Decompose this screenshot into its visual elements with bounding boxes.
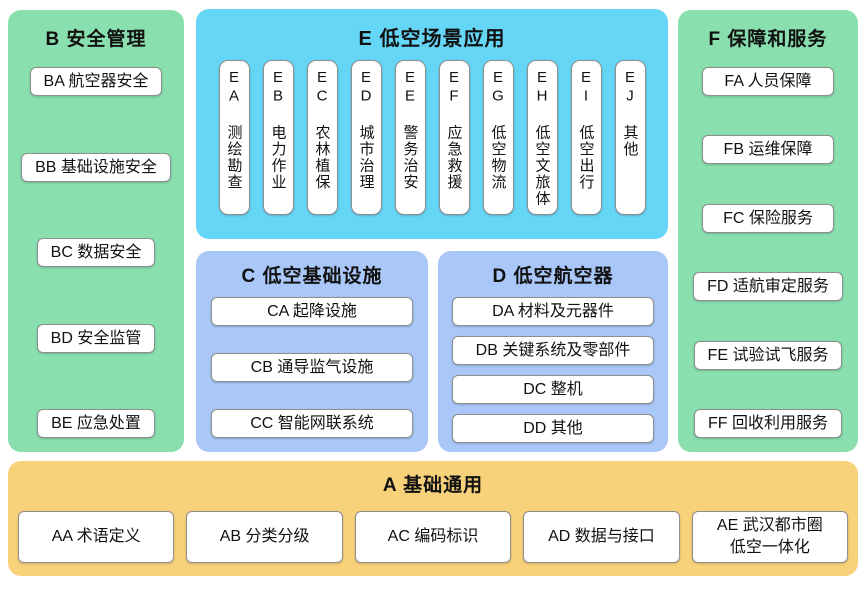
node-ff: FF 回收利用服务 [694,408,842,438]
node-ec: EC 农林植保 [306,60,338,215]
node-eb: EB 电力作业 [262,60,294,215]
panel-a-items: AA 术语定义 AB 分类分级 AC 编码标识 AD 数据与接口 AE 武汉都市… [8,511,858,563]
node-ee: EE 警务治安 [394,60,426,215]
node-da: DA 材料及元器件 [452,297,654,326]
panel-c-title: C 低空基础设施 [241,266,383,287]
node-bb: BB 基础设施安全 [21,152,171,182]
panel-c-infrastructure: C 低空基础设施 CA 起降设施 CB 通导监气设施 CC 智能网联系统 [196,251,428,452]
panel-b-security-management: B 安全管理 BA 航空器安全 BB 基础设施安全 BC 数据安全 BD 安全监… [8,10,184,452]
panel-b-items: BA 航空器安全 BB 基础设施安全 BC 数据安全 BD 安全监管 BE 应急… [8,67,184,438]
node-ei: EI 低空出行 [570,60,602,215]
panel-e-items: EA 测绘勘查 EB 电力作业 EC 农林植保 ED 城市治理 EE 警务治安 … [196,60,668,215]
panel-c-items: CA 起降设施 CB 通导监气设施 CC 智能网联系统 [196,297,428,438]
panel-f-support-services: F 保障和服务 FA 人员保障 FB 运维保障 FC 保险服务 FD 适航审定服… [678,10,858,452]
node-db: DB 关键系统及零部件 [452,336,654,365]
node-fc: FC 保险服务 [702,203,834,233]
node-fe: FE 试验试飞服务 [693,340,843,370]
node-ad: AD 数据与接口 [523,511,680,563]
panel-d-items: DA 材料及元器件 DB 关键系统及零部件 DC 整机 DD 其他 [438,297,668,443]
node-bd: BD 安全监管 [36,323,156,353]
node-ae: AE 武汉都市圈 低空一体化 [691,511,849,563]
node-aa: AA 术语定义 [18,511,175,563]
node-cc: CC 智能网联系统 [211,409,413,438]
node-ca: CA 起降设施 [211,297,413,326]
panel-e-scenario-applications: E 低空场景应用 EA 测绘勘查 EB 电力作业 EC 农林植保 ED 城市治理… [196,9,668,239]
panel-d-title: D 低空航空器 [492,266,614,287]
node-eg: EG 低空物流 [482,60,514,215]
node-ed: ED 城市治理 [350,60,382,215]
node-ef: EF 应急救援 [438,60,470,215]
node-cb: CB 通导监气设施 [211,353,413,382]
node-eh: EH 低空文旅体 [526,60,558,215]
panel-a-title: A 基础通用 [382,475,484,496]
node-ab: AB 分类分级 [186,511,343,563]
panel-b-title: B 安全管理 [45,29,147,50]
panel-d-aircraft: D 低空航空器 DA 材料及元器件 DB 关键系统及零部件 DC 整机 DD 其… [438,251,668,452]
node-dd: DD 其他 [452,414,654,443]
node-fb: FB 运维保障 [702,135,834,165]
panel-f-title: F 保障和服务 [708,29,828,50]
node-ba: BA 航空器安全 [29,67,163,96]
node-dc: DC 整机 [452,375,654,404]
node-ac: AC 编码标识 [354,511,512,563]
panel-f-items: FA 人员保障 FB 运维保障 FC 保险服务 FD 适航审定服务 FE 试验试… [678,67,858,438]
node-bc: BC 数据安全 [36,238,156,267]
node-be: BE 应急处置 [37,409,155,438]
panel-e-title: E 低空场景应用 [358,28,506,50]
node-fa: FA 人员保障 [702,67,834,96]
panel-a-foundation-general: A 基础通用 AA 术语定义 AB 分类分级 AC 编码标识 AD 数据与接口 … [8,461,858,576]
node-fd: FD 适航审定服务 [693,272,843,302]
node-ej: EJ 其他 [614,60,646,215]
node-ea: EA 测绘勘查 [218,60,250,215]
